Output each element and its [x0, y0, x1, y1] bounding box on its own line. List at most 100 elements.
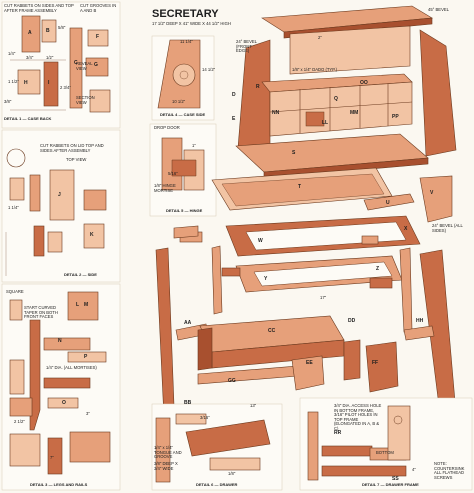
pigeonhole-front [269, 81, 413, 137]
part-tag: AA [184, 320, 192, 326]
note-dado: 1/8" x 1/4" DADO (TYP.) [292, 67, 338, 72]
part-tag: K [90, 232, 94, 238]
batten-strip [363, 193, 415, 211]
leg-back-right [399, 247, 413, 333]
case-back-stile-b [43, 61, 59, 107]
mid-frame-opening [253, 261, 393, 287]
dim-label: 2 3/4" [60, 85, 71, 90]
part-tag: J [58, 192, 61, 198]
part-tag: E [232, 116, 236, 122]
case-back-panel-main [289, 25, 411, 75]
part-tag: S [292, 150, 296, 156]
dim-label: 2 1/2" [14, 419, 25, 424]
part-tag: FF [372, 360, 379, 366]
part-tag: HH [416, 318, 424, 324]
note-access-hole: 3/4" DIA. ACCESS HOLE IN BOTTOM FRAME, 3… [334, 403, 382, 431]
side-panel-j [49, 169, 75, 221]
caption-detail-3: DETAIL 3 — LEGS AND RAILS [30, 482, 88, 487]
dim-label: 17" [320, 295, 327, 300]
part-tag: R [256, 84, 260, 90]
note-bevel-front: 24° BEVEL (FRONT EDGE) [236, 39, 257, 54]
note-top-view: TOP VIEW [66, 157, 87, 162]
cleat-2 [221, 267, 241, 277]
dim-label: 1/8" [228, 471, 236, 476]
part-tag: DD [348, 318, 356, 324]
rail-o [47, 397, 79, 409]
part-tag: F [96, 34, 100, 40]
rail-l [43, 337, 91, 351]
side-block [47, 231, 63, 253]
note-countersink: NOTE: COUNTERSINK ALL FLATHEAD SCREWS [434, 461, 465, 480]
note-section-view: SECTION VIEW [76, 95, 95, 105]
frame-runner-section [387, 405, 411, 461]
dim-label: 1/2" [46, 55, 54, 60]
caption-detail-7: DETAIL 7 — DRAWER FRAME [362, 482, 419, 487]
part-tag: X [404, 226, 408, 232]
part-tag: G [94, 62, 98, 68]
dim-label: 1 1/2" [8, 79, 19, 84]
case-back-panel [41, 19, 57, 43]
part-tag: Q [334, 96, 338, 102]
dim-label: 7" [50, 455, 54, 460]
right-bevel-panel [419, 175, 453, 223]
side-rail-k [83, 223, 105, 249]
part-tag: W [258, 238, 263, 244]
part-tag: I [48, 80, 50, 86]
caption-detail-2: DETAIL 2 — SIDE [64, 272, 97, 277]
dim-label: 3/8" [4, 99, 12, 104]
cleat-4 [369, 277, 393, 289]
dim-label: 3/16" [200, 415, 210, 420]
part-tag: RR [334, 430, 342, 436]
case-right-side [419, 29, 457, 157]
part-tag: GG [228, 378, 236, 384]
dim-label: 2" [318, 35, 322, 40]
note-start-curved: START CURVED TAPER ON BOTH FRONT FACES [24, 305, 58, 320]
part-tag: M [84, 302, 89, 308]
pigeonhole-shelf [269, 101, 413, 113]
note-rabbets-lid: CUT RABBETS ON LID TOP AND SIDES AFTER A… [40, 143, 104, 153]
part-tag: B [46, 28, 50, 34]
part-tag: Y [264, 276, 268, 282]
note-drop-door: DROP DOOR [154, 125, 180, 130]
note-reveal-view: REVEAL VIEW [76, 61, 93, 71]
detail-zoom-circle [6, 148, 26, 168]
frame-bottom-rail [321, 445, 373, 457]
dim-label: 3/4" [26, 55, 34, 60]
side-rail-right [403, 325, 435, 341]
lower-rail-front [197, 365, 299, 385]
part-tag: L [76, 302, 80, 308]
drawer-runner [365, 341, 399, 393]
case-back-rail-g [85, 57, 109, 77]
case-back-section [89, 89, 111, 113]
side-rail [83, 189, 107, 211]
note-square: SQUARE [6, 289, 24, 294]
dim-label: 5/16" [168, 171, 178, 176]
frame-section-left [307, 411, 319, 481]
leg-joint [9, 397, 33, 417]
hinge-leaf [171, 159, 197, 177]
caption-detail-5: DETAIL 5 — HINGE [166, 208, 203, 213]
dim-label: 1" [192, 143, 196, 148]
caption-detail-6: DETAIL 6 — DRAWER [196, 482, 238, 487]
rail-n [43, 377, 91, 389]
note-rabbets-top: CUT RABBETS ON SIDES AND TOP AFTER FRAME… [4, 3, 74, 13]
leg-top-square [9, 299, 23, 321]
drop-door-panel [221, 173, 385, 207]
dim-label: 13" [250, 403, 257, 408]
note-grooves: CUT GROOVES IN A AND B [80, 3, 117, 13]
drawer-bottom [209, 457, 261, 471]
part-tag: U [386, 200, 390, 206]
dim-label: 1 1/4" [8, 205, 19, 210]
note-hinge-mortise: 1/8" HINGE MORTISE [154, 183, 176, 193]
leg-block-lm [67, 291, 99, 321]
dim-label: 4" [412, 467, 416, 472]
caption-detail-4: DETAIL 4 — CASE SIDE [160, 112, 206, 117]
leg-foot-c [69, 431, 111, 463]
note-dia-mortises: 1/4" DIA. (ALL MORTISES) [46, 365, 97, 370]
drawer-front-face [343, 339, 361, 381]
part-tag: P [84, 354, 88, 360]
part-tag: C [74, 60, 78, 66]
case-back-rail-f [87, 29, 109, 47]
